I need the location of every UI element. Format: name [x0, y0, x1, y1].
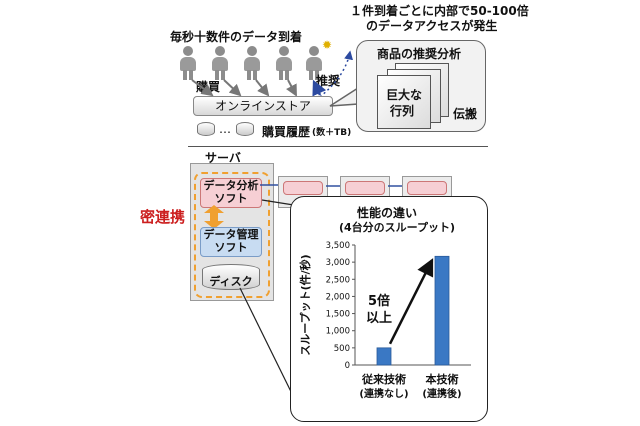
disk-icon: ディスク: [202, 264, 260, 290]
y-tick-label: 2,500: [326, 275, 350, 285]
tight-link-outline: [194, 172, 270, 298]
mgmt-line2: ソフト: [214, 241, 248, 254]
throughput-bar-chart: 0 500 1,000 1,500 2,000 2,500 3,000 3,500 スループット…: [298, 241, 471, 400]
tight-link-label: 密連携: [140, 208, 186, 226]
online-store-box: オンラインストア: [193, 96, 333, 116]
recommendation-bubble: 商品の推奨分析 巨大な 行列 伝搬: [356, 40, 486, 132]
y-axis-label: スループット(件/秒): [298, 254, 312, 355]
x-category-sublabel: (連携後): [422, 387, 461, 400]
sparkle-icon: ✹: [322, 38, 333, 52]
chart-title: 性能の違い: [357, 206, 418, 220]
analysis-line2: ソフト: [214, 192, 248, 205]
caption-access-line1: １件到着ごとに内部で50-100倍: [350, 4, 529, 18]
caption-access-line2: のデータアクセスが発生: [366, 19, 498, 33]
y-tick-label: 500: [334, 344, 350, 354]
y-tick-label: 1,500: [326, 310, 350, 320]
server-label: サーバ: [205, 151, 241, 165]
data-analysis-software: データ分析 ソフト: [200, 178, 262, 208]
customer-icon: [274, 46, 294, 80]
huge-matrix-box: 巨大な 行列: [377, 75, 431, 129]
disk-label: ディスク: [209, 275, 253, 288]
improvement-arrow: [388, 258, 434, 345]
y-tick-label: 2,000: [326, 292, 350, 302]
data-management-software: データ管理 ソフト: [200, 227, 262, 257]
annotation-line2: 以上: [366, 311, 392, 326]
chart-subtitle: (4台分のスループット): [339, 221, 456, 234]
caption-data-arrival: 毎秒十数件のデータ到着: [170, 30, 303, 44]
y-tick-label: 0: [345, 361, 350, 371]
purchase-history-size: (数＋TB): [312, 128, 352, 138]
x-category-sublabel: (連携なし): [359, 387, 408, 400]
customer-icon: [304, 46, 324, 80]
mgmt-line1: データ管理: [203, 228, 259, 241]
y-tick-label: 3,500: [326, 241, 350, 251]
y-tick-label: 1,000: [326, 327, 350, 337]
analysis-line1: データ分析: [203, 179, 259, 192]
bubble-title: 商品の推奨分析: [377, 47, 462, 61]
section-divider: [188, 146, 488, 147]
database-icon: [197, 122, 215, 136]
matrix-line1: 巨大な: [386, 88, 423, 102]
performance-chart-panel: 性能の違い (4台分のスループット) 0 500 1,000 1,500 2,000 2,…: [290, 196, 488, 422]
x-category-label: 従来技術: [361, 372, 406, 386]
propagate-label: 伝搬: [453, 107, 478, 121]
x-category-label: 本技術: [426, 372, 459, 386]
matrix-line2: 行列: [390, 104, 415, 118]
database-icon: [236, 122, 254, 136]
purchase-history-label: 購買履歴: [262, 125, 311, 139]
db-ellipsis: …: [219, 122, 231, 136]
annotation-line1: 5倍: [368, 293, 390, 309]
bidirectional-arrow-icon: [204, 205, 224, 229]
customer-icon: [210, 46, 230, 80]
bar-new-tech: [434, 255, 450, 366]
y-tick-label: 3,000: [326, 258, 350, 268]
bar-conventional: [376, 347, 392, 366]
customer-icon: [178, 46, 198, 80]
customer-icon: [242, 46, 262, 80]
